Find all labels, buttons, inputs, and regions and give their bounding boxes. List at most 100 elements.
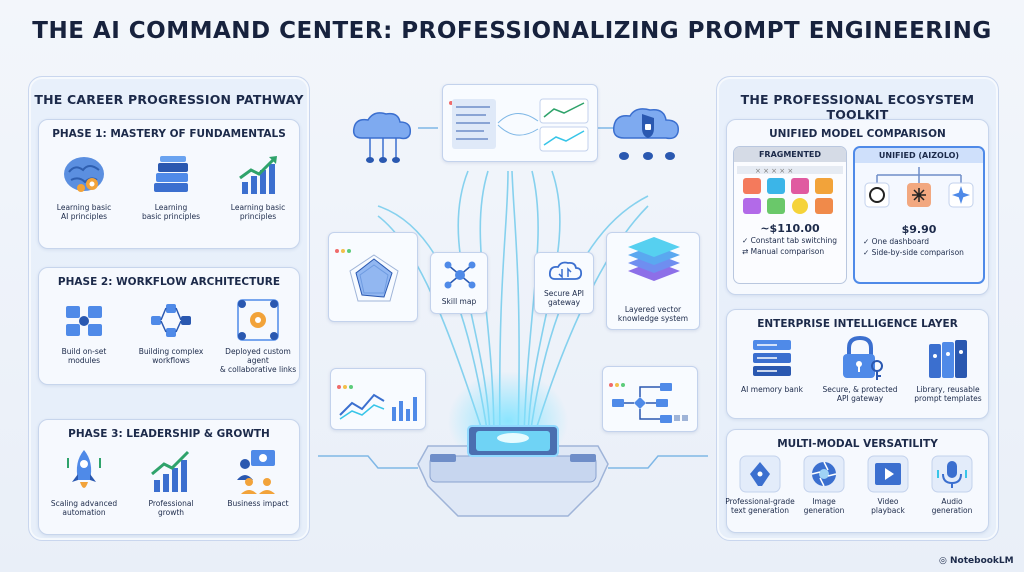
ecosystem-toolkit-title: THE PROFESSIONAL ECOSYSTEM TOOLKIT xyxy=(740,92,975,122)
line-chart-icon xyxy=(339,393,417,421)
career-pathway-panel: THE CAREER PROGRESSION PATHWAY PHASE 1: … xyxy=(28,76,310,541)
phase-1-item-1: Learning basic AI principles xyxy=(41,150,127,221)
phase-2-item-2-label: Building complex workflows xyxy=(138,347,204,365)
phase-1-item-3: Learning basic principles xyxy=(215,150,301,221)
skill-map-card: Skill map xyxy=(430,252,488,314)
workflow-icon xyxy=(151,304,191,337)
multimodal-title: MULTI-MODAL VERSATILITY xyxy=(777,438,938,450)
multimodal-item-1: Professional-grade text generation xyxy=(717,454,803,515)
unified-price: $9.90 xyxy=(901,223,937,236)
enterprise-item-3-label: Library, reusable prompt templates xyxy=(914,385,982,403)
shuffle-icon: ⇄ xyxy=(742,247,751,256)
phase-1-item-3-label: Learning basic principles xyxy=(230,203,286,221)
layered-stack-icon xyxy=(628,237,680,281)
flowchart-icon xyxy=(612,383,688,423)
phase-1-item-2: Learning basic principles xyxy=(128,150,214,221)
multimodal-item-3: Video playback xyxy=(845,454,931,515)
phase-3-title: PHASE 3: LEADERSHIP & GROWTH xyxy=(68,428,270,440)
agent-network-icon xyxy=(237,299,279,341)
phase-1-item-1-label: Learning basic AI principles xyxy=(56,203,112,221)
microphone-icon xyxy=(931,455,973,493)
phase-3-item-2-label: Professional growth xyxy=(148,499,194,517)
enterprise-card: ENTERPRISE INTELLIGENCE LAYER AI memory … xyxy=(726,309,989,419)
dashboard-window xyxy=(442,84,598,162)
multimodal-item-1-label: Professional-grade text generation xyxy=(725,497,795,515)
growth-chart-icon xyxy=(239,156,277,194)
fragmented-point-2: ⇄ Manual comparison xyxy=(742,247,825,256)
api-gateway-label: Secure API gateway xyxy=(543,289,585,307)
phase-2-item-3-label: Deployed custom agent & collaborative li… xyxy=(219,347,297,374)
video-play-icon xyxy=(867,455,909,493)
books-icon xyxy=(154,156,188,192)
phase-3-item-3: Business impact xyxy=(215,446,301,508)
fragmented-panel: FRAGMENTED × × × × × ~$110.00 ✓ Constant… xyxy=(733,146,847,284)
rocket-icon xyxy=(67,450,101,488)
api-gateway-card: Secure API gateway xyxy=(534,252,594,314)
skill-map-label: Skill map xyxy=(441,297,477,306)
phase-1-title: PHASE 1: MASTERY OF FUNDAMENTALS xyxy=(52,128,286,140)
multimodal-item-3-label: Video playback xyxy=(871,497,905,515)
multimodal-item-4-label: Audio generation xyxy=(931,497,973,515)
phase-2-title: PHASE 2: WORKFLOW ARCHITECTURE xyxy=(57,276,281,288)
brand-label: NotebookLM xyxy=(950,556,1014,566)
vector-system-card: Layered vector knowledge system xyxy=(606,232,700,330)
phase-1-card: PHASE 1: MASTERY OF FUNDAMENTALS Learnin… xyxy=(38,119,300,249)
pen-nib-icon xyxy=(739,455,781,493)
phase-3-item-3-label: Business impact xyxy=(227,499,289,508)
ecosystem-toolkit-panel: THE PROFESSIONAL ECOSYSTEM TOOLKIT UNIFI… xyxy=(716,76,999,541)
notebooklm-logo-icon: ◎ xyxy=(939,556,950,566)
model-comparison-card: UNIFIED MODEL COMPARISON FRAGMENTED × × … xyxy=(726,119,989,295)
brain-gears-icon xyxy=(64,157,104,192)
aperture-icon xyxy=(803,455,845,493)
enterprise-item-3: Library, reusable prompt templates xyxy=(905,336,991,403)
command-center-hub: Skill map Secure API gateway Layered vec… xyxy=(318,76,708,541)
padlock-key-icon xyxy=(843,336,883,380)
bar-growth-icon xyxy=(151,450,190,492)
unified-header: UNIFIED (AIZOLO) xyxy=(855,148,983,163)
phase-1-item-2-label: Learning basic principles xyxy=(141,203,201,221)
multimodal-item-4: Audio generation xyxy=(909,454,995,515)
unified-panel: UNIFIED (AIZOLO) $9.90 ✓ One dashboard ✓… xyxy=(853,146,985,284)
network-nodes-icon xyxy=(444,261,476,289)
multimodal-item-2-label: Image generation xyxy=(803,497,845,515)
svg-text:× × × × ×: × × × × × xyxy=(755,167,793,175)
flowchart-window xyxy=(602,366,698,432)
multimodal-item-2: Image generation xyxy=(781,454,867,515)
cloud-lock-icon xyxy=(612,108,679,160)
check-icon: ✓ xyxy=(742,236,751,245)
dashboard-charts-icon xyxy=(452,98,589,152)
radar-window xyxy=(328,232,418,322)
team-leader-icon xyxy=(237,450,275,494)
check-icon: ✓ xyxy=(863,237,872,246)
phase-2-item-3: Deployed custom agent & collaborative li… xyxy=(215,296,301,374)
cloud-sync-icon xyxy=(548,261,583,280)
phase-3-item-1-label: Scaling advanced automation xyxy=(50,499,118,517)
model-comparison-title: UNIFIED MODEL COMPARISON xyxy=(769,128,946,140)
memory-bank-icon xyxy=(753,340,791,376)
enterprise-item-1-label: AI memory bank xyxy=(741,385,803,394)
cloud-data-icon xyxy=(352,112,412,163)
modules-icon xyxy=(66,306,102,336)
fragmented-price: ~$110.00 xyxy=(760,222,820,235)
fragmented-point-1: ✓ Constant tab switching xyxy=(742,236,837,245)
many-tabs-icon: × × × × × xyxy=(737,166,843,214)
phase-2-item-1-label: Build on-set modules xyxy=(61,347,107,365)
phase-2-item-2: Building complex workflows xyxy=(128,296,214,365)
unified-models-icon xyxy=(864,167,974,208)
unified-point-2: ✓ Side-by-side comparison xyxy=(863,248,964,257)
enterprise-item-2-label: Secure, & protected API gateway xyxy=(822,385,898,403)
phase-2-card: PHASE 2: WORKFLOW ARCHITECTURE Build on-… xyxy=(38,267,300,385)
phase-3-item-1: Scaling advanced automation xyxy=(41,446,127,517)
vector-system-label: Layered vector knowledge system xyxy=(617,305,689,323)
check-icon: ✓ xyxy=(863,248,872,257)
fragmented-header: FRAGMENTED xyxy=(734,147,846,162)
phase-3-card: PHASE 3: LEADERSHIP & GROWTH Scaling adv… xyxy=(38,419,300,535)
enterprise-item-2: Secure, & protected API gateway xyxy=(817,336,903,403)
page-title: THE AI COMMAND CENTER: PROFESSIONALIZING… xyxy=(32,18,992,44)
phase-2-item-1: Build on-set modules xyxy=(41,296,127,365)
career-pathway-title: THE CAREER PROGRESSION PATHWAY xyxy=(34,92,304,107)
multimodal-card: MULTI-MODAL VERSATILITY Professional-gra… xyxy=(725,429,989,533)
enterprise-item-1: AI memory bank xyxy=(729,336,815,394)
phase-3-item-2: Professional growth xyxy=(128,446,214,517)
enterprise-title: ENTERPRISE INTELLIGENCE LAYER xyxy=(757,318,958,330)
